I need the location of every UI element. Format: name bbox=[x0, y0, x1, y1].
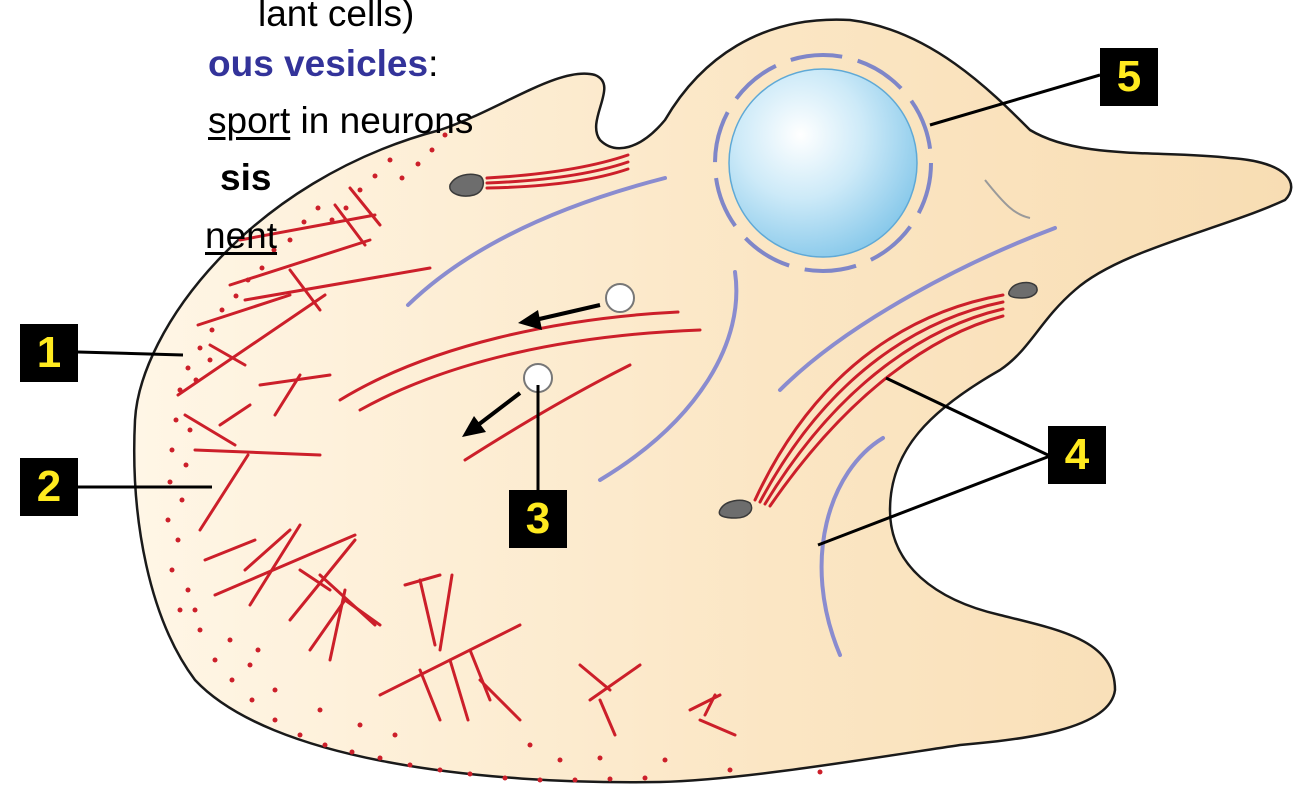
text-line-5: nent bbox=[205, 216, 277, 256]
callout-1: 1 bbox=[20, 324, 78, 382]
transport-link-text: sport bbox=[208, 100, 290, 141]
text-line-4: sis bbox=[220, 158, 271, 198]
callout-5: 5 bbox=[1100, 48, 1158, 106]
callout-2: 2 bbox=[20, 458, 78, 516]
nucleus bbox=[729, 69, 917, 257]
text-line-2: ous vesicles: bbox=[208, 44, 438, 84]
callout-3: 3 bbox=[509, 490, 567, 548]
callout-4: 4 bbox=[1048, 426, 1106, 484]
text-line-3: sport in neurons bbox=[208, 101, 473, 141]
vesicles-heading: ous vesicles bbox=[208, 43, 428, 84]
vesicle-upper bbox=[606, 284, 634, 312]
text-line-1: lant cells) bbox=[258, 0, 414, 34]
